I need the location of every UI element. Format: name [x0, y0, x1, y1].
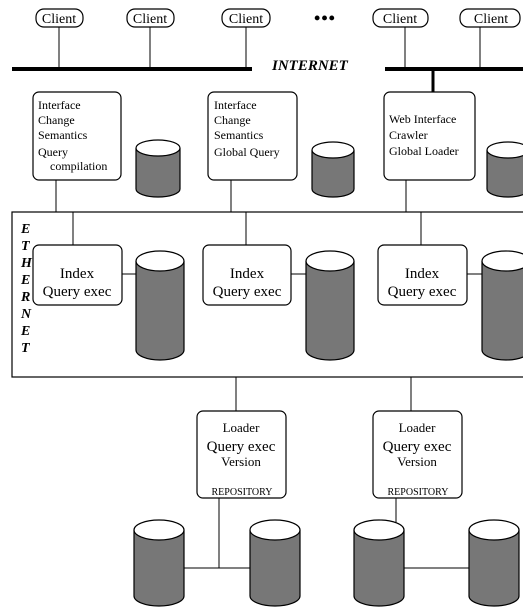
- loader-1: Loader Query exec Version REPOSITORY: [133, 410, 301, 607]
- client-5: Client: [459, 8, 521, 69]
- client-label: Client: [133, 12, 167, 27]
- server-line: Web Interface: [389, 112, 456, 126]
- server-line: Change: [38, 113, 75, 127]
- index-title: Index: [230, 266, 265, 282]
- loader-title: Loader: [223, 420, 260, 435]
- index-subtitle: Query exec: [388, 284, 457, 300]
- client-3: Client: [221, 8, 271, 69]
- loader-box: [196, 410, 287, 499]
- client-label: Client: [42, 12, 76, 27]
- client-label: Client: [474, 12, 508, 27]
- server-line: Global Query: [214, 145, 280, 159]
- ethernet-letter: H: [20, 256, 33, 271]
- ethernet-letter: T: [21, 341, 31, 356]
- ethernet-segment: E T H E R N E T: [11, 180, 523, 378]
- disk: [135, 250, 185, 361]
- client-4: Client: [372, 8, 429, 69]
- ethernet-letter: E: [20, 222, 30, 237]
- server-line: Interface: [214, 98, 257, 112]
- server-line: Global Loader: [389, 144, 459, 158]
- server-line: compilation: [50, 159, 107, 173]
- disk: [353, 519, 405, 607]
- ethernet-frame: [11, 211, 523, 378]
- front-server-box: [32, 91, 122, 181]
- index-node-2: Index Query exec: [202, 244, 355, 361]
- client-label: Client: [229, 12, 263, 27]
- client-label: Client: [383, 12, 417, 27]
- ethernet-letter: T: [21, 239, 31, 254]
- server-line: Change: [214, 113, 251, 127]
- index-subtitle: Query exec: [43, 284, 112, 300]
- index-node-1: Index Query exec: [32, 244, 185, 361]
- loader-subtitle: Query exec: [383, 439, 452, 455]
- loader-repository: REPOSITORY: [388, 487, 449, 498]
- loader-repository: REPOSITORY: [212, 487, 273, 498]
- disk: [311, 141, 355, 198]
- loader-2: Loader Query exec Version REPOSITORY: [353, 410, 520, 607]
- ethernet-letter: E: [20, 324, 30, 339]
- disk: [481, 250, 523, 361]
- ethernet-letter: R: [20, 290, 30, 305]
- index-box: [32, 244, 123, 306]
- index-title: Index: [60, 266, 95, 282]
- server-line: Interface: [38, 98, 81, 112]
- front-server-box: [207, 91, 298, 181]
- disk: [249, 519, 301, 607]
- disk: [305, 250, 355, 361]
- client-1: Client: [35, 8, 84, 69]
- index-box: [202, 244, 292, 306]
- internet-bus: INTERNET: [12, 58, 523, 74]
- front-server-2: Interface Change Semantics Global Query: [207, 91, 355, 198]
- index-subtitle: Query exec: [213, 284, 282, 300]
- loader-box: [372, 410, 463, 499]
- loader-version: Version: [221, 454, 261, 469]
- front-server-box: [383, 91, 476, 181]
- internet-label: INTERNET: [271, 58, 349, 74]
- index-box: [377, 244, 468, 306]
- ethernet-letter: E: [20, 273, 30, 288]
- disk: [486, 141, 523, 198]
- disk: [468, 519, 520, 607]
- loader-title: Loader: [399, 420, 436, 435]
- index-node-3: Index Query exec: [377, 244, 523, 361]
- loader-version: Version: [397, 454, 437, 469]
- server-line: Query: [38, 145, 68, 159]
- disk: [135, 139, 181, 198]
- ethernet-letter: N: [20, 307, 32, 322]
- disk: [133, 519, 185, 607]
- server-line: Semantics: [214, 128, 264, 142]
- index-title: Index: [405, 266, 440, 282]
- front-server-1: Interface Change Semantics Query compila…: [32, 91, 181, 198]
- loader-subtitle: Query exec: [207, 439, 276, 455]
- server-line: Crawler: [389, 128, 428, 142]
- client-2: Client: [126, 8, 175, 69]
- more-clients-ellipsis: •••: [314, 8, 336, 28]
- server-line: Semantics: [38, 128, 88, 142]
- front-server-3: Web Interface Crawler Global Loader: [383, 91, 523, 198]
- clients: Client Client Client ••• Client Client: [35, 8, 521, 69]
